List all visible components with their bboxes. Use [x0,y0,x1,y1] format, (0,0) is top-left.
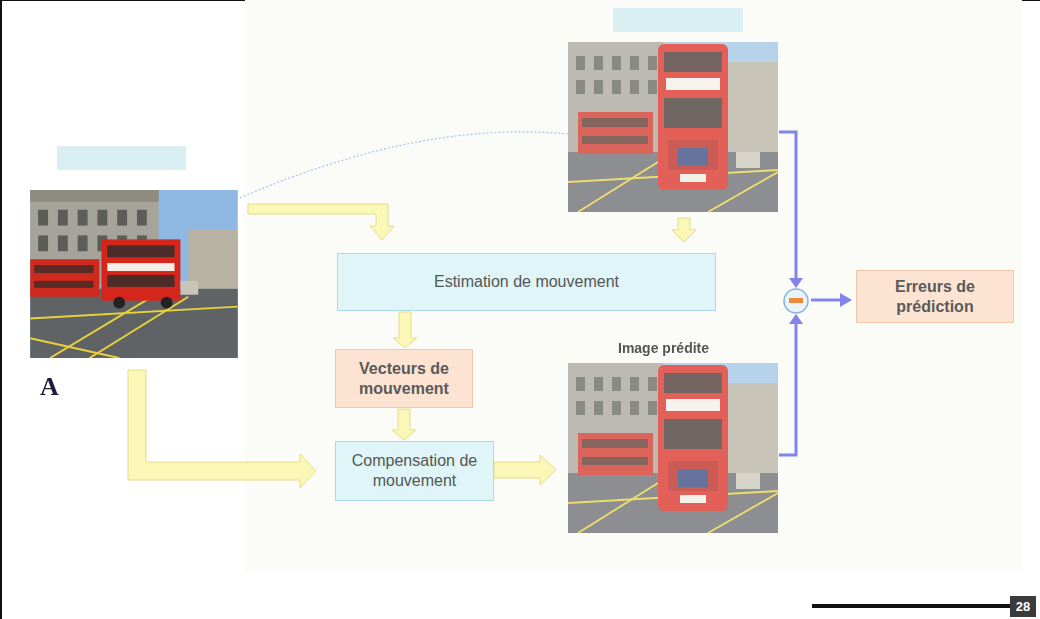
page-number: 28 [1010,596,1036,617]
flow-arrow [393,312,417,348]
process-box: Estimation de mouvement [337,253,716,311]
flow-arrow [392,409,416,440]
image-caption: Image prédite [618,340,709,356]
box-text: Estimation de mouvement [434,272,619,292]
process-box: Compensation de mouvement [335,441,494,501]
box-text: Erreurs de prédiction [857,277,1013,317]
figure-letter: A [40,372,59,402]
box-text: Vecteurs de mouvement [336,359,472,399]
box-text: Compensation de mouvement [336,451,493,491]
output-box: Erreurs de prédiction [856,270,1014,323]
data-box: Vecteurs de mouvement [335,349,473,408]
